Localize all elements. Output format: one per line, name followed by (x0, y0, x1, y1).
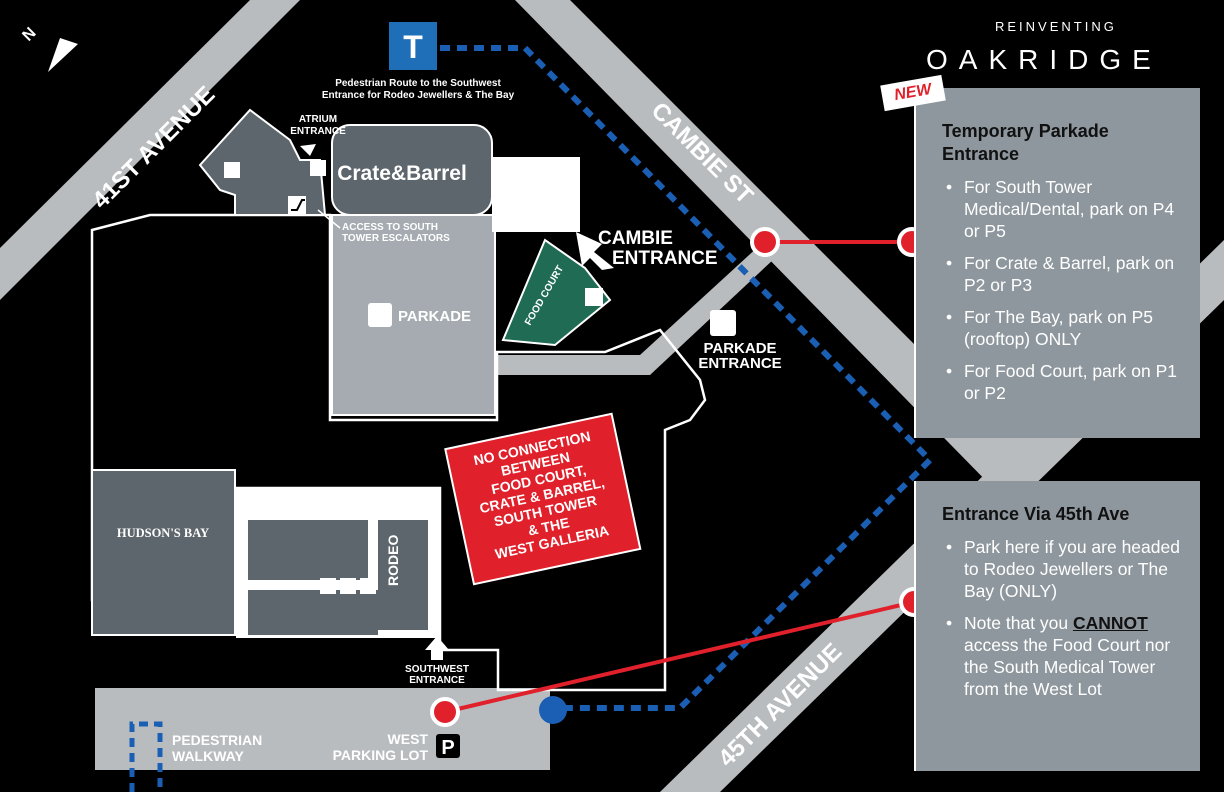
food-court-building (501, 238, 612, 347)
road-panel-connector (985, 438, 1050, 481)
restroom-icon-galleria-2 (360, 578, 376, 594)
brand-logo: OAKRIDGE (926, 44, 1162, 75)
pedestrian-route-line (440, 45, 935, 711)
hudsons-bay-building (91, 469, 236, 636)
cannot-prefix: Note that you (964, 613, 1073, 633)
original-label-line3: ENTRANCE (505, 195, 566, 207)
cambie-entrance-line2: ENTRANCE (612, 248, 718, 269)
original-label-line4: CLOSED (509, 206, 563, 221)
parking-symbol-parkade: P (373, 306, 386, 328)
elevator-icon (224, 162, 240, 178)
escalator-label-line1: ACCESS TO SOUTH (342, 222, 438, 233)
accessible-icon (320, 578, 336, 594)
atrium-arrow-icon (300, 144, 316, 156)
escalator-glyph (291, 199, 305, 211)
pedestrian-walkway-line (129, 721, 163, 792)
list-item: For South Tower Medical/Dental, park on … (946, 176, 1184, 242)
rodeo-label: RODEO (385, 535, 401, 586)
galleria-block-1 (248, 520, 368, 580)
atrium-label-line2: ENTRANCE (290, 126, 346, 137)
temporary-parkade-marker (750, 227, 780, 257)
brand-tagline: REINVENTING (995, 19, 1117, 34)
list-item: For Crate & Barrel, park on P2 or P3 (946, 252, 1184, 296)
45th-avenue-title: Entrance Via 45th Ave (942, 504, 1130, 524)
west-galleria-label: WEST GALLERIA (248, 499, 339, 511)
cambie-entrance-line1: CAMBIE (598, 228, 673, 249)
no-connection-sign: NO CONNECTION BETWEEN FOOD COURT, CRATE … (444, 412, 642, 586)
atrium-building (198, 108, 327, 216)
atrium-label-line1: ATRIUM (299, 114, 337, 125)
cannot-suffix: access the Food Court nor the South Medi… (964, 635, 1171, 699)
west-lot-marker (430, 697, 460, 727)
transit-caption-line1: Pedestrian Route to the Southwest (335, 78, 501, 89)
list-item: For Food Court, park on P1 or P2 (946, 360, 1184, 404)
hudsons-bay-label: HUDSON'S BAY (117, 526, 209, 540)
cambie-entrance-arrow-icon (576, 232, 614, 270)
transit-icon (389, 22, 437, 70)
parkade-entrance-line1: PARKADE (703, 340, 776, 357)
pedestrian-walkway-line1: PEDESTRIAN (172, 732, 262, 748)
road-41st-avenue (0, 0, 300, 300)
elevator-icon-2 (310, 160, 326, 176)
45th-avenue-panel: Entrance Via 45th Ave Park here if you a… (914, 481, 1200, 771)
pedestrian-route-endpoint (539, 696, 567, 724)
parkade-label: PARKADE (398, 308, 471, 325)
parkade-entrance-line2: ENTRANCE (698, 355, 781, 372)
temporary-parkade-title: Temporary Parkade Entrance (942, 121, 1109, 164)
galleria-block-2 (248, 590, 378, 635)
crate-barrel-label: Crate&Barrel (337, 162, 467, 185)
temporary-parkade-panel: Temporary Parkade Entrance For South Tow… (914, 88, 1200, 438)
southwest-entrance-arrow-icon (425, 636, 449, 660)
transit-symbol: T (403, 29, 423, 65)
restroom-icon-galleria-1 (340, 578, 356, 594)
southwest-label-line2: ENTRANCE (409, 675, 465, 686)
rodeo-block (378, 520, 428, 630)
parking-icon-west-lot (436, 734, 460, 758)
temporary-parkade-list: For South Tower Medical/Dental, park on … (942, 176, 1184, 404)
parking-icon-parkade-entrance (710, 310, 736, 336)
parkade-building (331, 214, 496, 416)
list-item: Park here if you are headed to Rodeo Jew… (946, 536, 1184, 602)
pedestrian-walkway-line2: WALKWAY (172, 748, 244, 764)
parking-icon-parkade (368, 303, 392, 327)
parking-symbol-west-lot: P (441, 737, 454, 759)
west-parking-lot-area (95, 688, 550, 770)
southwest-label-line1: SOUTHWEST (405, 664, 469, 675)
45th-avenue-list: Park here if you are headed to Rodeo Jew… (942, 536, 1184, 700)
west-lot-connector (444, 600, 915, 714)
list-item: For The Bay, park on P5 (rooftop) ONLY (946, 306, 1184, 350)
west-lot-label-line1: WEST (388, 731, 429, 747)
west-lot-label-line2: PARKING LOT (333, 747, 429, 763)
original-label-line2: PARKADE (509, 182, 563, 194)
original-label-line1: ORIGINAL (509, 169, 563, 181)
restroom-icon-food-court (585, 288, 603, 306)
escalator-icon (288, 196, 306, 214)
escalator-label-line2: TOWER ESCALATORS (342, 233, 450, 244)
list-item-cannot: Note that you CANNOT access the Food Cou… (946, 612, 1184, 700)
escalator-pointer (317, 209, 341, 229)
transit-caption-line2: Entrance for Rodeo Jewellers & The Bay (322, 90, 515, 101)
original-entrance-sign (492, 157, 580, 232)
cannot-emphasis: CANNOT (1072, 613, 1148, 633)
parking-symbol-parkade-entrance: P (716, 313, 730, 336)
